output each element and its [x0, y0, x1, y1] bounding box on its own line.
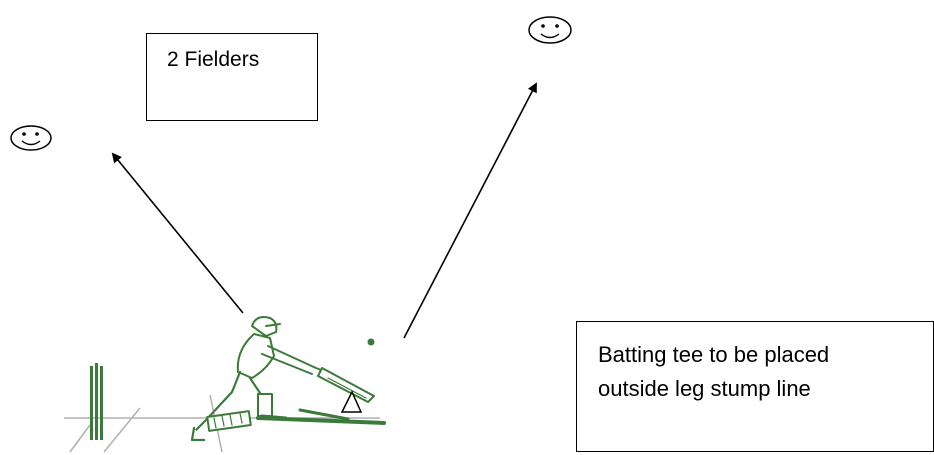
batting-tee-note-line-2: outside leg stump line [598, 372, 933, 406]
cricket-ball-icon [368, 339, 375, 346]
arrow-to-right-fielder [404, 84, 536, 338]
batting-tee-note-box: Batting tee to be placed outside leg stu… [576, 321, 934, 452]
stumps-icon [90, 363, 103, 440]
batsman-figure [192, 317, 384, 440]
fielder-right-icon [529, 17, 571, 43]
fielders-label-box: 2 Fielders [146, 33, 318, 121]
fielder-left-icon [11, 126, 51, 150]
fielders-label: 2 Fielders [167, 48, 259, 71]
arrow-to-left-fielder [113, 154, 243, 313]
batting-tee-note-line-1: Batting tee to be placed [598, 338, 933, 372]
